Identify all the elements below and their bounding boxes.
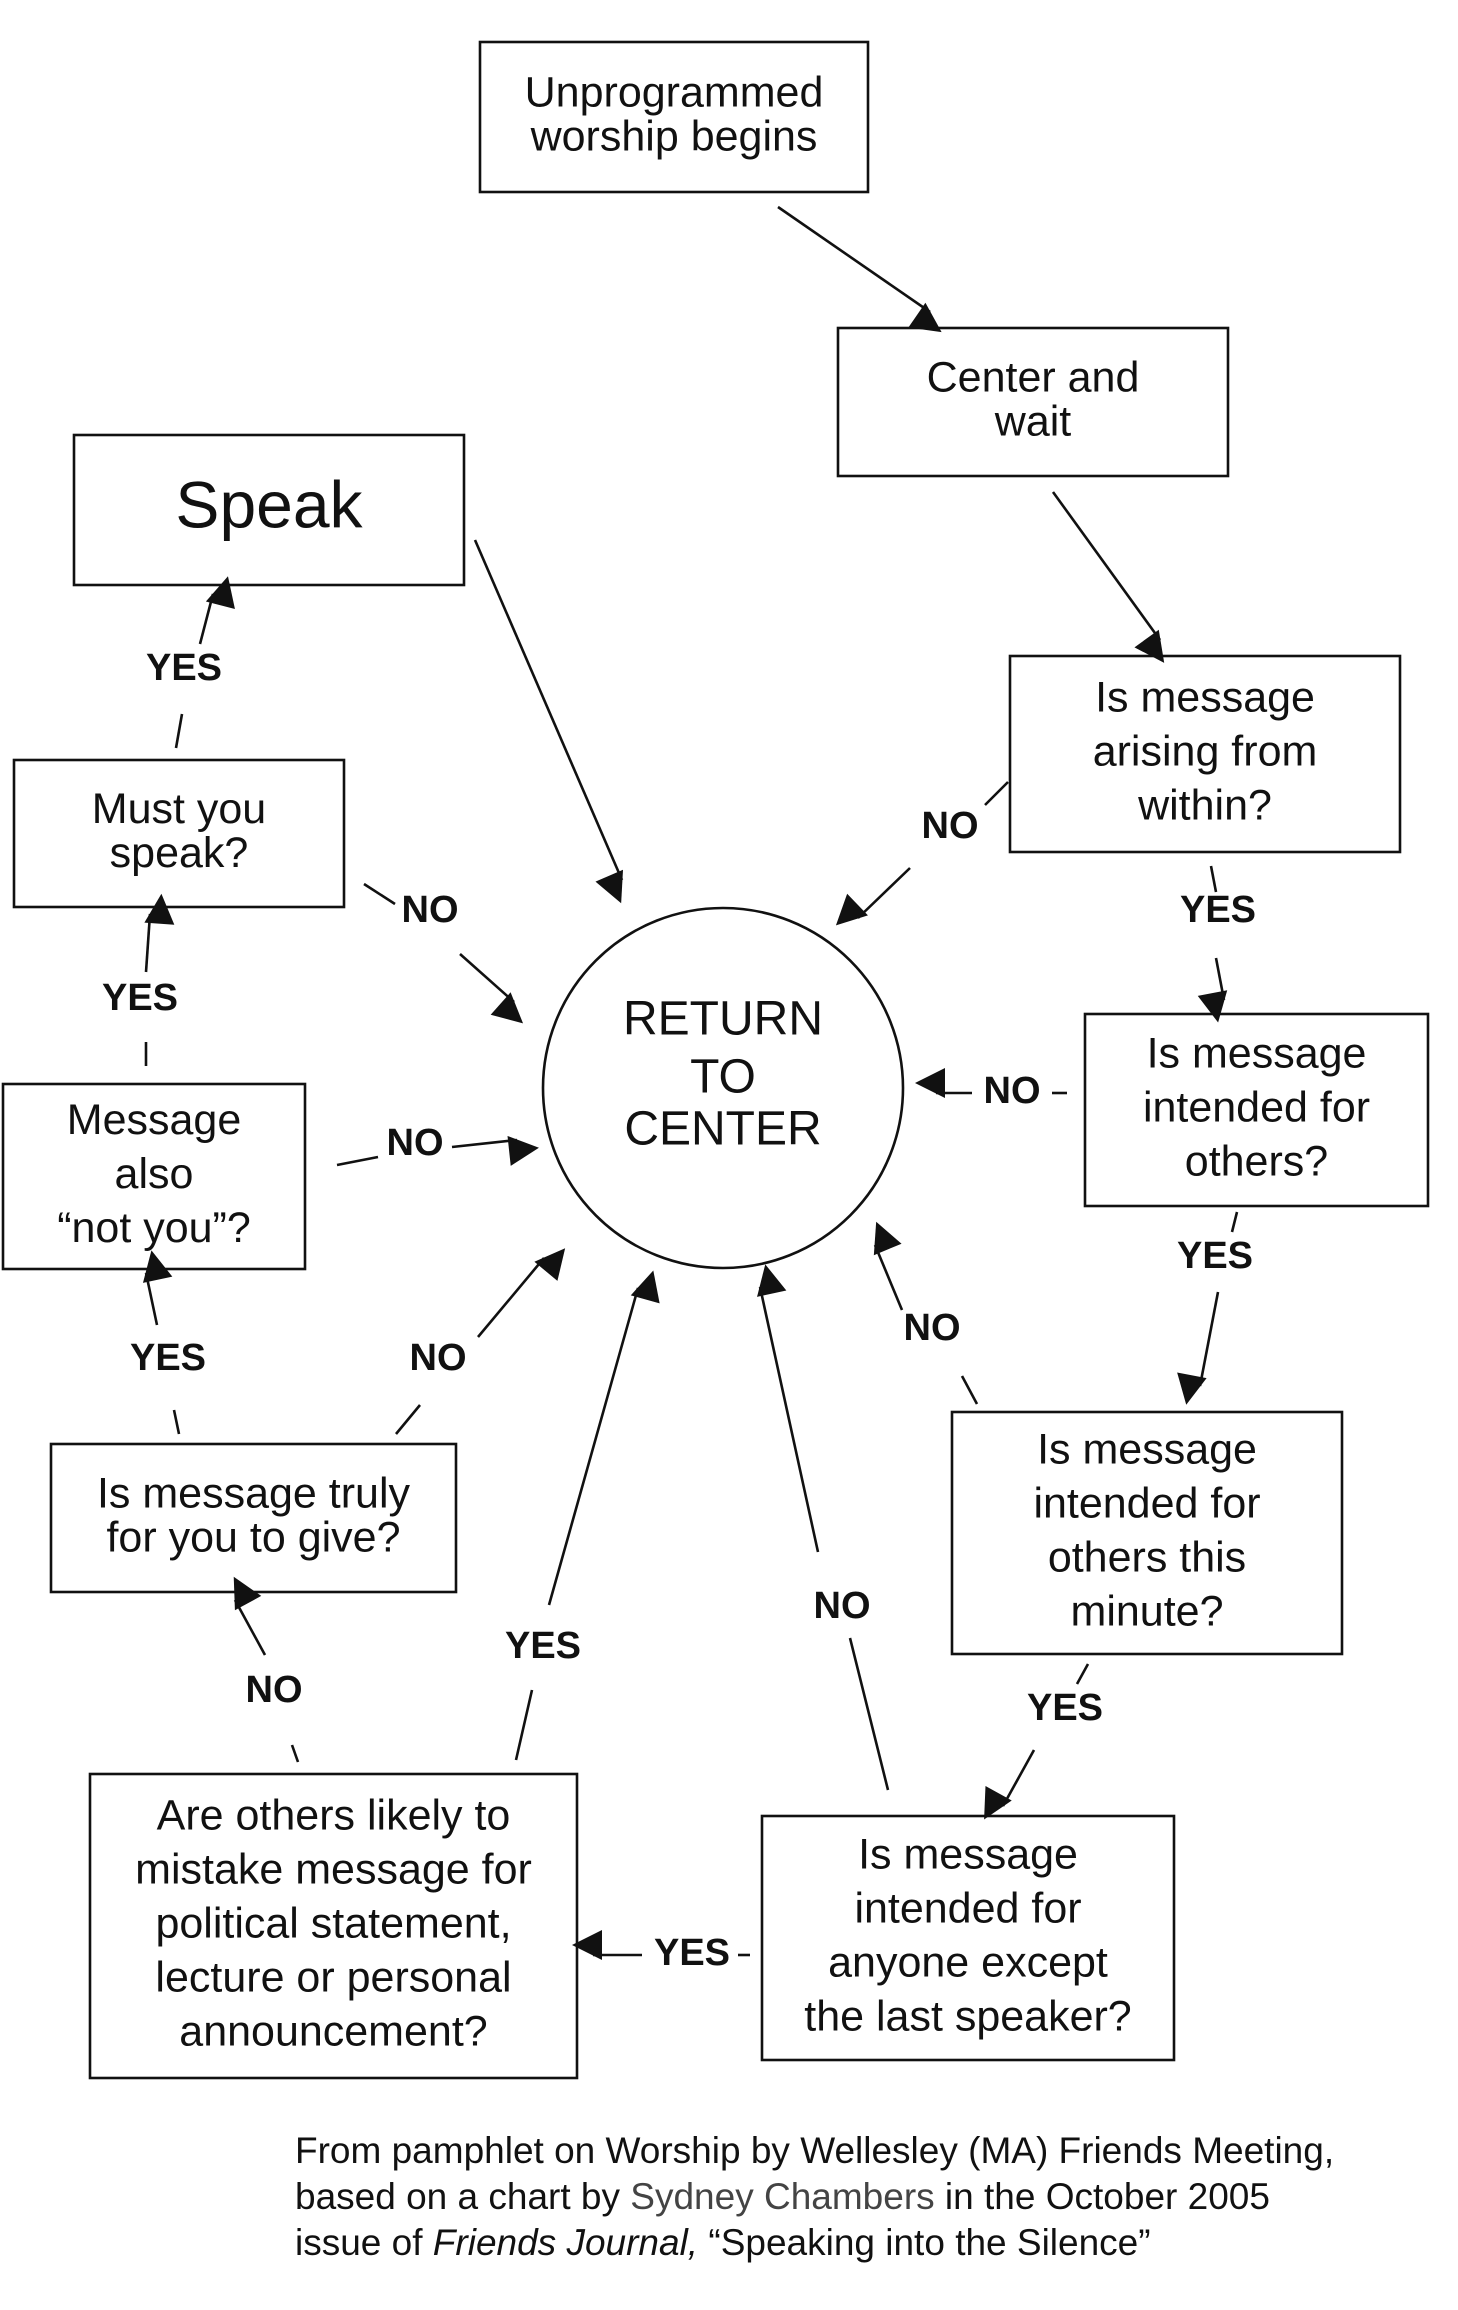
edge-mistake-no-label: NO	[246, 1669, 303, 1711]
node-mistake	[88, 1772, 579, 2080]
edge-last-no-label: NO	[814, 1585, 871, 1627]
node-minute	[950, 1410, 1344, 1656]
edge-arising-no	[835, 781, 1009, 926]
edge-last-no	[757, 1264, 890, 1791]
edge-minute-no-label: NO	[904, 1307, 961, 1349]
node-center	[836, 326, 1230, 478]
node-others	[1083, 1012, 1430, 1208]
caption-line-2-suffix: in the October 2005	[934, 2176, 1270, 2217]
node-arising	[1008, 654, 1402, 854]
edge-others-yes-label: YES	[1177, 1235, 1253, 1277]
caption-line-1: From pamphlet on Worship by Wellesley (M…	[295, 2130, 1335, 2171]
edge-notyou-yes-label: YES	[102, 977, 178, 1019]
edge-minute-yes	[984, 1663, 1090, 1820]
node-start	[478, 40, 870, 194]
caption-line-2-prefix: based on a chart by	[295, 2176, 631, 2217]
caption-line-3: issue of Friends Journal, “Speaking into…	[295, 2220, 1395, 2266]
edge-last-yes-label: YES	[654, 1932, 730, 1974]
edge-speak-to-return	[473, 539, 624, 904]
node-truly	[49, 1442, 458, 1594]
edge-mistake-yes	[514, 1270, 660, 1761]
edge-truly-no	[394, 1248, 566, 1435]
node-must	[12, 758, 346, 909]
edge-must-no-label: NO	[402, 889, 459, 931]
edge-notyou-no-label: NO	[387, 1122, 444, 1164]
node-speak	[72, 433, 466, 587]
edge-truly-no-label: NO	[410, 1337, 467, 1379]
edge-start-to-center	[777, 205, 942, 333]
edge-must-no	[363, 882, 524, 1024]
edge-others-no-label: NO	[984, 1070, 1041, 1112]
edge-arising-yes-label: YES	[1180, 889, 1256, 931]
edge-minute-no	[873, 1221, 979, 1405]
edge-truly-yes	[142, 1250, 181, 1435]
caption-line-3-prefix: issue of	[295, 2222, 433, 2263]
edge-minute-yes-label: YES	[1027, 1687, 1103, 1729]
edge-notyou-yes	[144, 893, 175, 1066]
node-speak-text: Speak	[175, 467, 363, 541]
edge-arising-no-label: NO	[922, 805, 979, 847]
source-caption: From pamphlet on Worship by Wellesley (M…	[295, 2128, 1395, 2266]
caption-line-3-suffix: “Speaking into the Silence”	[698, 2222, 1151, 2263]
edge-must-yes	[174, 576, 235, 749]
node-return-to-center	[541, 906, 905, 1270]
edge-truly-yes-label: YES	[130, 1337, 206, 1379]
edge-others-yes	[1177, 1211, 1239, 1405]
node-last-speaker	[760, 1814, 1176, 2062]
caption-author-name: Sydney Chambers	[630, 2176, 935, 2217]
edge-mistake-yes-label: YES	[505, 1625, 581, 1667]
edge-mistake-no	[233, 1576, 300, 1763]
caption-line-2: based on a chart by Sydney Chambers in t…	[295, 2174, 1395, 2220]
caption-journal-title: Friends Journal,	[432, 2222, 699, 2263]
edge-notyou-no	[336, 1135, 539, 1167]
edge-arising-yes	[1197, 865, 1228, 1023]
edge-center-to-arising	[1051, 491, 1165, 663]
edge-must-yes-label: YES	[146, 647, 222, 689]
